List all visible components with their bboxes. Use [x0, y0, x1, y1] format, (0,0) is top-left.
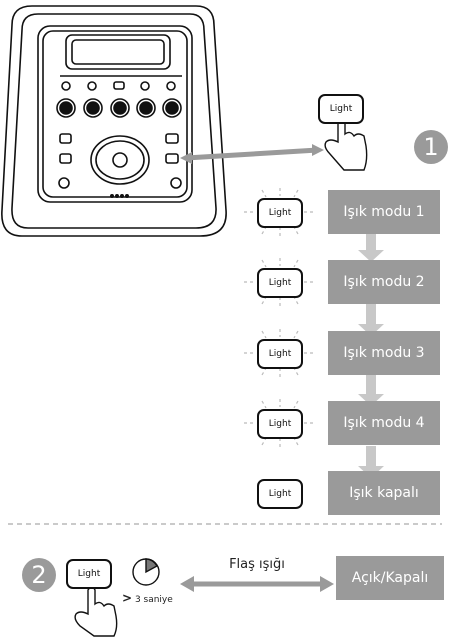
step-2-number: 2: [22, 558, 56, 592]
greater-than-symbol: >: [122, 591, 133, 605]
mode-2-box: Işık modu 2: [328, 260, 440, 304]
hold-time-text: 3 saniye: [134, 595, 173, 605]
pressing-hand-icon-2: [74, 586, 118, 637]
glow-rays: [244, 188, 314, 447]
mode-4-box: Işık modu 4: [328, 401, 440, 445]
mode-arrows: [358, 230, 384, 478]
toggle-arrow: [180, 576, 334, 592]
light-button-mode-1[interactable]: Light: [257, 198, 303, 228]
light-button-mode-4[interactable]: Light: [257, 409, 303, 439]
pointer-arrow: [180, 144, 324, 164]
flash-light-label: Flaş ışığı: [229, 557, 285, 572]
light-button-mode-3[interactable]: Light: [257, 339, 303, 369]
timer-icon: [132, 558, 160, 586]
on-off-box: Açık/Kapalı: [336, 556, 444, 600]
mode-3-box: Işık modu 3: [328, 331, 440, 375]
light-button-mode-2[interactable]: Light: [257, 268, 303, 298]
pressing-hand-icon: [324, 116, 368, 171]
light-off-box: Işık kapalı: [328, 471, 440, 515]
light-button-off[interactable]: Light: [257, 479, 303, 509]
speaker-illustration: [1, 5, 227, 237]
light-button-press[interactable]: Light: [318, 94, 364, 124]
light-button-hold[interactable]: Light: [66, 559, 112, 589]
hold-duration: > 3 saniye: [122, 591, 173, 605]
mode-1-box: Işık modu 1: [328, 190, 440, 234]
step-1-number: 1: [414, 130, 448, 164]
